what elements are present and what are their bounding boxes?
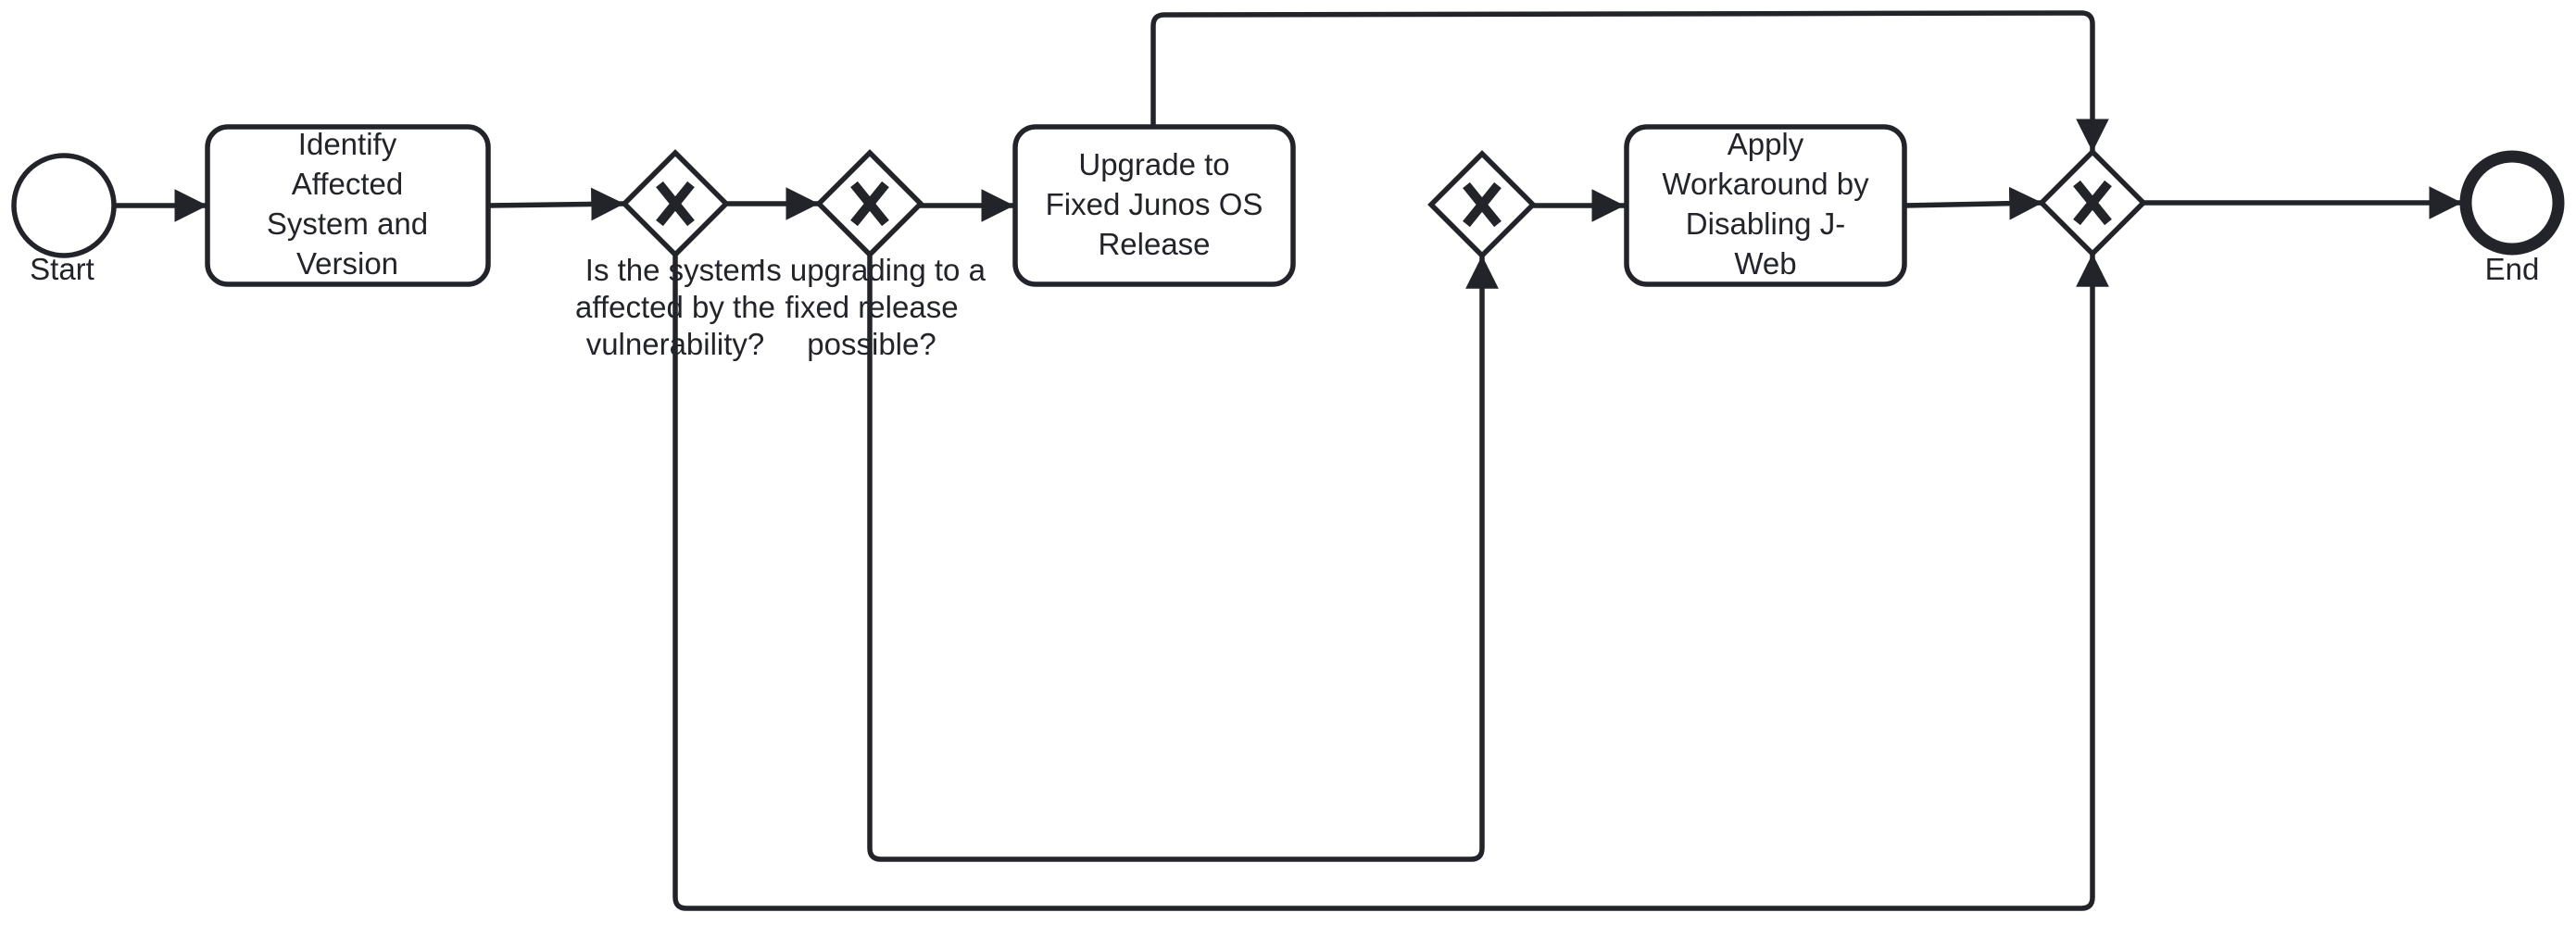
x-mark-icon	[2073, 180, 2112, 226]
gateway-upgrade-possible-label: Is upgrading to a fixed release possible…	[758, 253, 986, 361]
task-label-line: Version	[296, 246, 398, 281]
x-mark-icon	[656, 181, 695, 227]
gateway-label-line: possible?	[807, 327, 936, 361]
task-label-line: Disabling J-	[1686, 206, 1845, 241]
task-label-line: System and	[267, 206, 428, 241]
gateway-merge[interactable]	[2038, 148, 2147, 257]
task-identify-label: Identify Affected System and Version	[267, 127, 428, 281]
task-apply-workaround[interactable]	[1624, 124, 1907, 287]
task-upgrade-label: Upgrade to Fixed Junos OS Release	[1046, 147, 1263, 261]
gateway-label-line: fixed release	[785, 290, 958, 324]
task-label-line: Workaround by	[1662, 167, 1869, 201]
end-event-label: End	[2485, 252, 2540, 286]
start-event-label: Start	[30, 252, 94, 286]
flow-workaround-to-merge[interactable]	[1904, 186, 2043, 220]
gateway-label-line: Is the system	[585, 253, 765, 287]
x-mark-icon	[1463, 181, 1502, 228]
start-event[interactable]	[11, 153, 117, 258]
end-event[interactable]	[2459, 150, 2565, 256]
task-label-line: Affected	[292, 167, 403, 201]
task-identify-affected-system[interactable]	[205, 124, 491, 287]
task-workaround-label: Apply Workaround by Disabling J- Web	[1662, 127, 1869, 281]
task-upgrade-junos[interactable]	[1012, 124, 1296, 287]
gateway-system-affected[interactable]	[621, 149, 730, 258]
flow-affected-no-to-merge-bottom[interactable]	[672, 254, 2109, 911]
flow-identify-to-affected-gateway[interactable]	[487, 187, 625, 221]
gateway-affected-label: Is the system affected by the vulnerabil…	[575, 253, 775, 361]
gateway-label-line: vulnerability?	[586, 327, 765, 361]
task-label-line: Identify	[298, 127, 397, 161]
gateway-upgrade-possible[interactable]	[815, 149, 924, 258]
gateway-label-line: Is upgrading to a	[758, 253, 986, 287]
task-label-line: Web	[1734, 246, 1796, 281]
task-label-line: Fixed Junos OS	[1046, 187, 1263, 221]
gateway-workaround-split[interactable]	[1427, 150, 1537, 259]
task-label-line: Release	[1098, 227, 1210, 261]
gateway-label-line: affected by the	[575, 290, 775, 324]
task-label-line: Upgrade to	[1078, 147, 1229, 181]
flow-upgrade-gateway-no-to-workaround-split[interactable]	[867, 255, 1499, 862]
task-label-line: Apply	[1728, 127, 1804, 161]
x-mark-icon	[850, 181, 889, 227]
flow-upgrade-task-to-merge-top[interactable]	[1150, 10, 2109, 152]
